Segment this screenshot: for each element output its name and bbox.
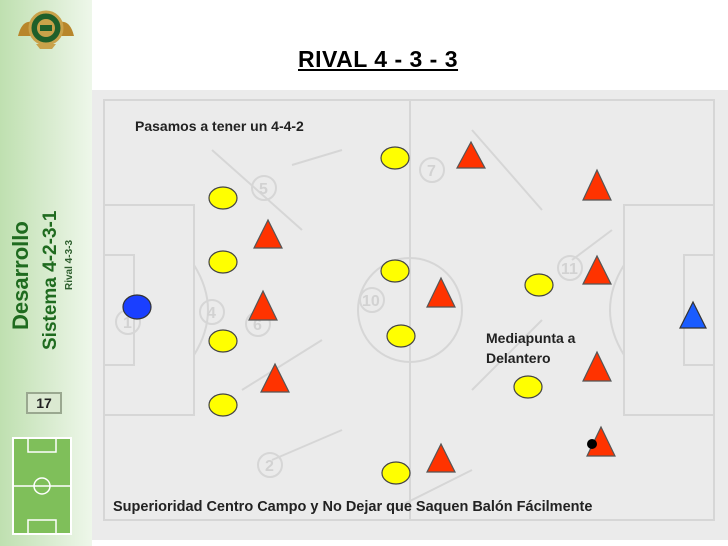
own-player-marker	[380, 146, 410, 170]
pitch-number: 2	[265, 458, 274, 475]
own-player-marker	[208, 393, 238, 417]
own-player-marker	[208, 250, 238, 274]
page-title: RIVAL 4 - 3 - 3	[298, 46, 459, 72]
tactics-field: 5 7 11 10 4 6 2 1	[92, 90, 728, 540]
pitch-number: 6	[253, 317, 262, 334]
pitch-lines	[103, 99, 715, 521]
pitch-faint-numbers: 5 7 11 10 4 6 2 1	[115, 157, 583, 478]
rival-player-marker	[253, 218, 283, 249]
club-crest-logo	[18, 10, 74, 49]
rival-player-marker	[260, 362, 290, 393]
system-subtitle: Sistema 4-2-3-1	[40, 210, 61, 350]
rival-player-marker	[582, 254, 612, 285]
ball-marker	[587, 439, 597, 449]
pitch-number: 10	[362, 293, 380, 310]
own-player-marker	[208, 329, 238, 353]
note-formation-change: Pasamos a tener un 4-4-2	[135, 118, 304, 134]
slide-number-badge: 17	[26, 392, 62, 414]
rival-subtitle: Rival 4-3-3	[64, 239, 75, 290]
pitch-number: 1	[123, 315, 132, 332]
rival-player-marker	[582, 168, 612, 201]
pitch-number: 11	[561, 261, 578, 278]
mini-pitch-icon	[12, 437, 72, 535]
rival-player-marker	[426, 276, 456, 308]
own-player-marker	[380, 259, 410, 283]
own-team-players	[208, 146, 554, 485]
rival-team-players	[248, 140, 616, 473]
pitch-number: 4	[207, 305, 216, 322]
own-player-marker	[524, 273, 554, 297]
rival-goalkeeper-marker	[679, 300, 707, 329]
own-player-marker	[381, 461, 411, 485]
rival-player-marker	[582, 350, 612, 382]
own-player-marker	[386, 324, 416, 348]
pitch-number: 7	[427, 163, 436, 180]
sidebar: Desarrollo Sistema 4-2-3-1 Rival 4-3-3 1…	[0, 0, 92, 546]
pitch-number: 5	[259, 181, 268, 198]
note-mediapunta: Mediapunta a Delantero	[486, 330, 576, 366]
rival-player-marker	[455, 140, 487, 169]
section-title: Desarrollo	[8, 221, 33, 330]
own-player-marker	[513, 375, 543, 399]
rival-player-marker	[426, 442, 456, 473]
own-player-marker	[208, 186, 238, 210]
note-conclusion: Superioridad Centro Campo y No Dejar que…	[113, 499, 593, 515]
rival-player-marker	[248, 289, 278, 321]
own-goalkeeper-marker	[122, 294, 152, 320]
